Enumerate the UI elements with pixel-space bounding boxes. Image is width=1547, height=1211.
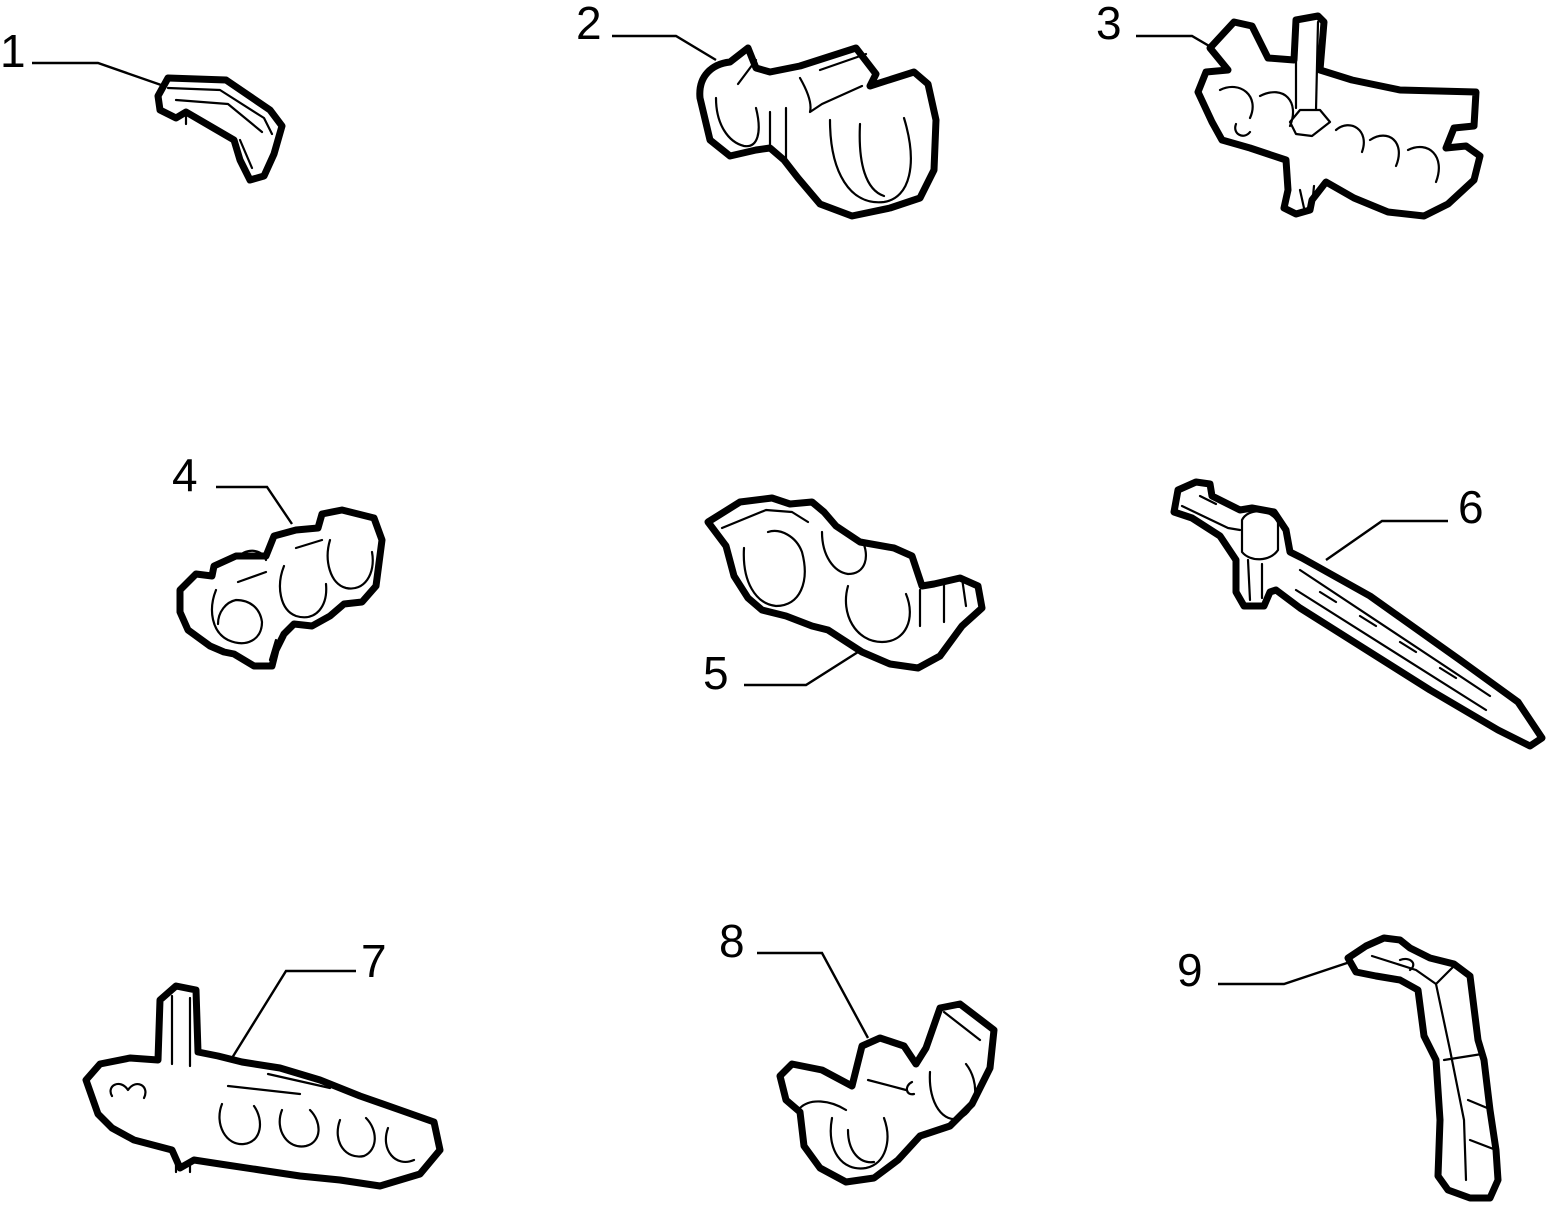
callout-number-2: 2	[576, 0, 602, 49]
part-2-double-hose-clamp	[696, 44, 940, 220]
callout-number-1: 1	[0, 25, 26, 77]
leader-line-7	[230, 969, 356, 1059]
part-6-cable-tie-with-stud	[1170, 478, 1546, 750]
leader-line-8	[757, 951, 870, 1039]
leader-line-2	[612, 34, 717, 62]
leader-line-1	[32, 61, 165, 88]
leader-line-4	[216, 485, 293, 525]
part-4-triple-pipe-clip	[176, 506, 386, 670]
callout-number-5: 5	[703, 647, 729, 699]
leader-line-6	[1325, 519, 1448, 561]
callout-number-8: 8	[719, 915, 745, 967]
part-3-multi-pipe-holder	[1194, 12, 1484, 220]
part-7-multi-pipe-holder	[82, 982, 444, 1190]
callout-number-9: 9	[1177, 944, 1203, 996]
part-1-bracket-clip	[154, 74, 286, 184]
part-5-double-pipe-clip	[704, 494, 986, 672]
part-9-bent-bracket	[1344, 934, 1502, 1202]
callout-number-6: 6	[1458, 481, 1484, 533]
leader-line-5	[744, 650, 859, 687]
leader-line-9	[1218, 960, 1351, 986]
leader-line-3	[1136, 34, 1217, 52]
callout-number-7: 7	[361, 935, 387, 987]
callout-number-3: 3	[1096, 0, 1122, 49]
part-8-double-pipe-clip	[776, 1000, 998, 1186]
callout-number-4: 4	[172, 449, 198, 501]
